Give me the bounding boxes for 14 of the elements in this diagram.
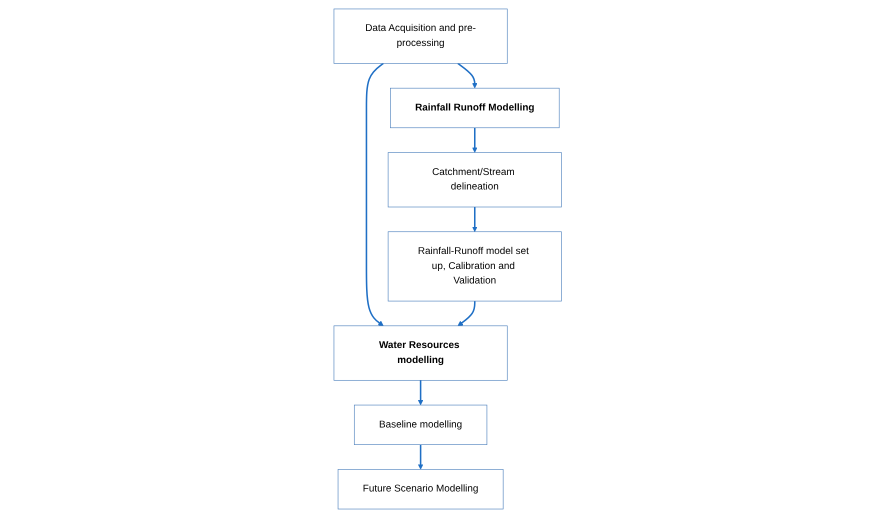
arrow <box>457 301 476 326</box>
node-box: Water Resources modelling <box>333 326 508 381</box>
arrow <box>418 444 424 470</box>
node-box: Catchment/Stream delineation <box>388 152 562 208</box>
node-box: Rainfall-Runoff model set up, Calibration and Validation <box>388 231 562 302</box>
arrow <box>472 207 478 232</box>
node-box: Rainfall Runoff Modelling <box>390 88 560 128</box>
arrow <box>418 380 424 406</box>
node-box: Future Scenario Modelling <box>338 469 504 510</box>
node-box: Data Acquisition and pre-processing <box>333 8 508 64</box>
arrow <box>472 128 478 153</box>
node-box: Baseline modelling <box>354 404 488 445</box>
arrow <box>457 62 478 88</box>
arrow <box>365 62 384 326</box>
